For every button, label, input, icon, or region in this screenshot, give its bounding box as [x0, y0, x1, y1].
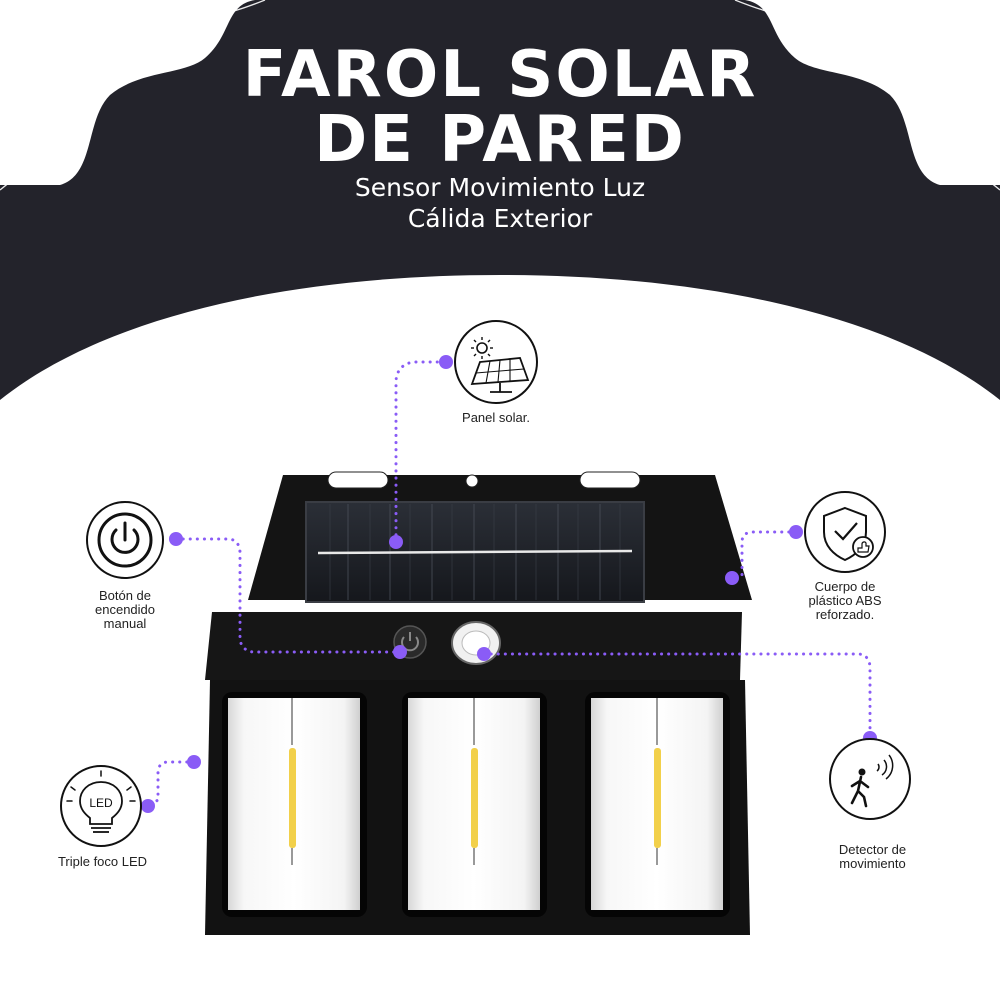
shield-check-icon [804, 491, 886, 573]
label-motion-detector: Detector de movimiento [815, 843, 930, 871]
label-motion-detector-line-1: Detector de [838, 842, 907, 857]
label-power-button-line-3: manual [103, 616, 147, 631]
decorative-lines [0, 0, 1000, 191]
solar-panel-icon [454, 320, 538, 404]
subtitle-line-2: Cálida Exterior [407, 204, 593, 233]
label-abs-body-line-2: plástico ABS [808, 593, 882, 608]
label-led: Triple foco LED [57, 854, 148, 869]
label-motion-detector-line-2: movimiento [839, 856, 906, 871]
solar-wall-lamp [205, 471, 752, 935]
label-power-button: Botón de encendido manual [70, 589, 180, 631]
led-lamp-1 [222, 692, 367, 917]
subtitle-line-1: Sensor Movimiento Luz [354, 173, 646, 202]
led-lamp-3 [585, 692, 730, 917]
header-background [0, 0, 1000, 400]
label-power-button-line-2: encendido [95, 602, 155, 617]
motion-sensor-icon [829, 738, 911, 820]
power-icon [86, 501, 164, 579]
led-lamp-2 [402, 692, 547, 917]
title-line-2: DE PARED [314, 103, 686, 177]
led-bulb-icon: LED [60, 765, 142, 847]
label-abs-body-line-1: Cuerpo de [814, 579, 876, 594]
label-solar-panel: Panel solar. [462, 410, 530, 425]
label-abs-body-line-3: reforzado. [815, 607, 875, 622]
led-icon-text: LED [89, 796, 113, 810]
title-line-1: FAROL SOLAR [242, 38, 758, 112]
callout-lines [146, 360, 872, 808]
label-abs-body: Cuerpo de plástico ABS reforzado. [790, 580, 900, 622]
label-power-button-line-1: Botón de [98, 588, 152, 603]
